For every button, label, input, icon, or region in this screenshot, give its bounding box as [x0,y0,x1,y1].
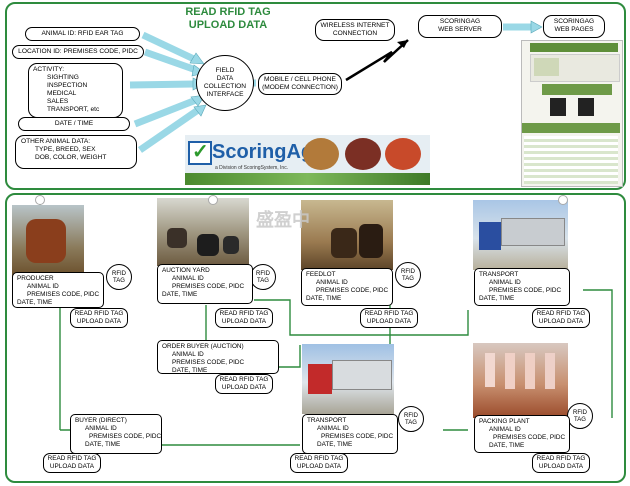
station-auction-yard: AUCTION YARD ANIMAL ID PREMISES CODE, PI… [157,264,253,304]
web-server-box: SCORINGAG WEB SERVER [418,15,502,38]
connector-dot [208,195,218,205]
connector-dot [35,195,45,205]
packing-plant-photo [473,343,568,418]
auction-yard-photo [157,198,249,266]
field-data-collection-interface: FIELD DATA COLLECTION INTERFACE [196,55,254,111]
producer-photo [12,205,84,277]
watermark: 盛盈中 [256,210,310,231]
input-arrows [129,20,543,153]
lightning-icon [345,39,409,82]
activity-box: ACTIVITY: SIGHTING INSPECTION MEDICAL SA… [28,63,123,118]
station-transport-2: TRANSPORT ANIMAL ID PREMISES CODE, PIDC … [302,414,398,454]
web-pages-screenshots [521,40,623,187]
location-id-box: LOCATION ID: PREMISES CODE, PIDC [12,45,144,59]
web-pages-box: SCORINGAG WEB PAGES [543,15,605,38]
date-time-box: DATE / TIME [18,117,130,131]
arrow-other [138,107,200,153]
arrow-activity [129,80,195,89]
diagram-title: READ RFID TAG UPLOAD DATA [185,6,271,31]
station-packing-plant: PACKING PLANT ANIMAL ID PREMISES CODE, P… [474,415,570,453]
station-order-buyer: ORDER BUYER (AUCTION) ANIMAL ID PREMISES… [157,340,279,374]
connector-dot [558,195,568,205]
checkmark-icon: ✓ [192,141,209,163]
brand-tagline: a Division of ScoringSystem, Inc. [215,165,289,171]
arrow-location-id [143,48,198,74]
transport-truck-photo [473,200,568,270]
station-transport: TRANSPORT ANIMAL ID PREMISES CODE, PIDC … [474,268,570,306]
wireless-internet-box: WIRELESS INTERNET CONNECTION [315,19,395,41]
brand-name: ScoringAg [212,141,314,163]
animal-id-box: ANIMAL ID: RFID EAR TAG [25,27,140,41]
transport-truck-2-photo [302,344,394,414]
station-feedlot: FEEDLOT ANIMAL ID PREMISES CODE, PIDC DA… [301,268,393,306]
station-producer: PRODUCER ANIMAL ID PREMISES CODE, PIDC D… [12,272,104,308]
arrow-animal-id [141,31,198,64]
other-animal-data-box: OTHER ANIMAL DATA: TYPE, BREED, SEX DOB,… [15,135,137,169]
arrow-date-time [133,96,198,128]
feedlot-photo [301,200,393,270]
mobile-cell-phone-box: MOBILE / CELL PHONE (MODEM CONNECTION) [258,73,342,95]
station-buyer-direct: BUYER (DIRECT) ANIMAL ID PREMISES CODE, … [70,414,162,454]
scoringag-banner: ✓ ScoringAg a Division of ScoringSystem,… [185,135,430,185]
